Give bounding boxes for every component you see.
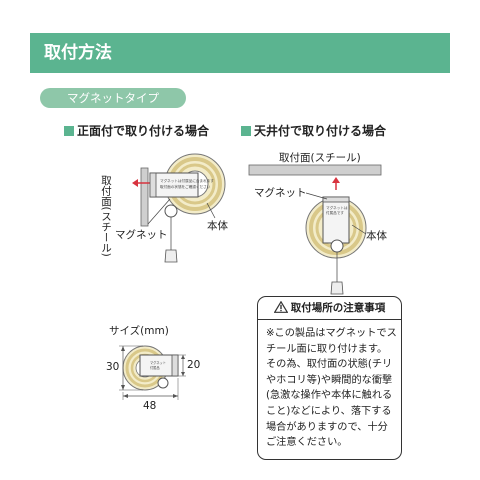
section-title: 取付方法 — [30, 33, 450, 73]
svg-text:マグネット: マグネット — [150, 360, 166, 365]
front-magnet-label: マグネット — [115, 229, 168, 241]
svg-text:付属品です: 付属品です — [326, 210, 344, 215]
svg-text:マグネットは: マグネットは — [326, 205, 348, 210]
front-mount-diagram: マグネットは付属品に含まれます 取付面の状態をご確認ください — [132, 153, 226, 263]
ceiling-body-label: 本体 — [366, 230, 387, 242]
warning-icon — [273, 299, 289, 321]
height-dimension-value: 30 — [106, 361, 120, 373]
notice-body: ※この製品はマグネットでスチール面に取り付けます。その為、取付面の状態(チリやホ… — [266, 328, 397, 449]
ceiling-pull-handle — [330, 281, 344, 295]
svg-text:取付面の状態をご確認ください: 取付面の状態をご確認ください — [160, 184, 211, 189]
front-mount-surface — [140, 167, 149, 227]
type-pill: マグネットタイプ — [40, 88, 186, 108]
ceiling-mount-surface — [248, 164, 382, 176]
square-bullet-icon — [64, 126, 74, 136]
front-pull-handle — [164, 249, 178, 263]
ceiling-bracket — [322, 196, 350, 244]
front-body-label: 本体 — [207, 220, 228, 232]
square-bullet-icon — [241, 126, 251, 136]
notice-title: 取付場所の注意事項 — [258, 297, 401, 320]
ceiling-mount-heading: 天井付で取り付ける場合 — [241, 122, 386, 139]
size-label: サイズ(mm) — [109, 325, 169, 337]
notice-box: 取付場所の注意事項 ※この製品はマグネットでスチール面に取り付けます。その為、取… — [257, 296, 402, 460]
svg-text:付属品: 付属品 — [150, 365, 160, 370]
svg-text:マグネットは付属品に含まれます: マグネットは付属品に含まれます — [160, 178, 214, 183]
ceiling-surface-label: 取付面(スチール) — [279, 152, 361, 164]
front-mount-heading: 正面付で取り付ける場合 — [64, 122, 209, 139]
front-surface-label: 取付面(スチール) — [100, 175, 112, 257]
width-dimension-value: 48 — [143, 400, 157, 412]
depth-dimension-value: 20 — [187, 359, 201, 371]
size-diagram: マグネット 付属品 — [119, 345, 186, 400]
ceiling-magnet-label: マグネット — [254, 187, 307, 199]
ceiling-mount-diagram: マグネットは 付属品です — [248, 164, 382, 295]
